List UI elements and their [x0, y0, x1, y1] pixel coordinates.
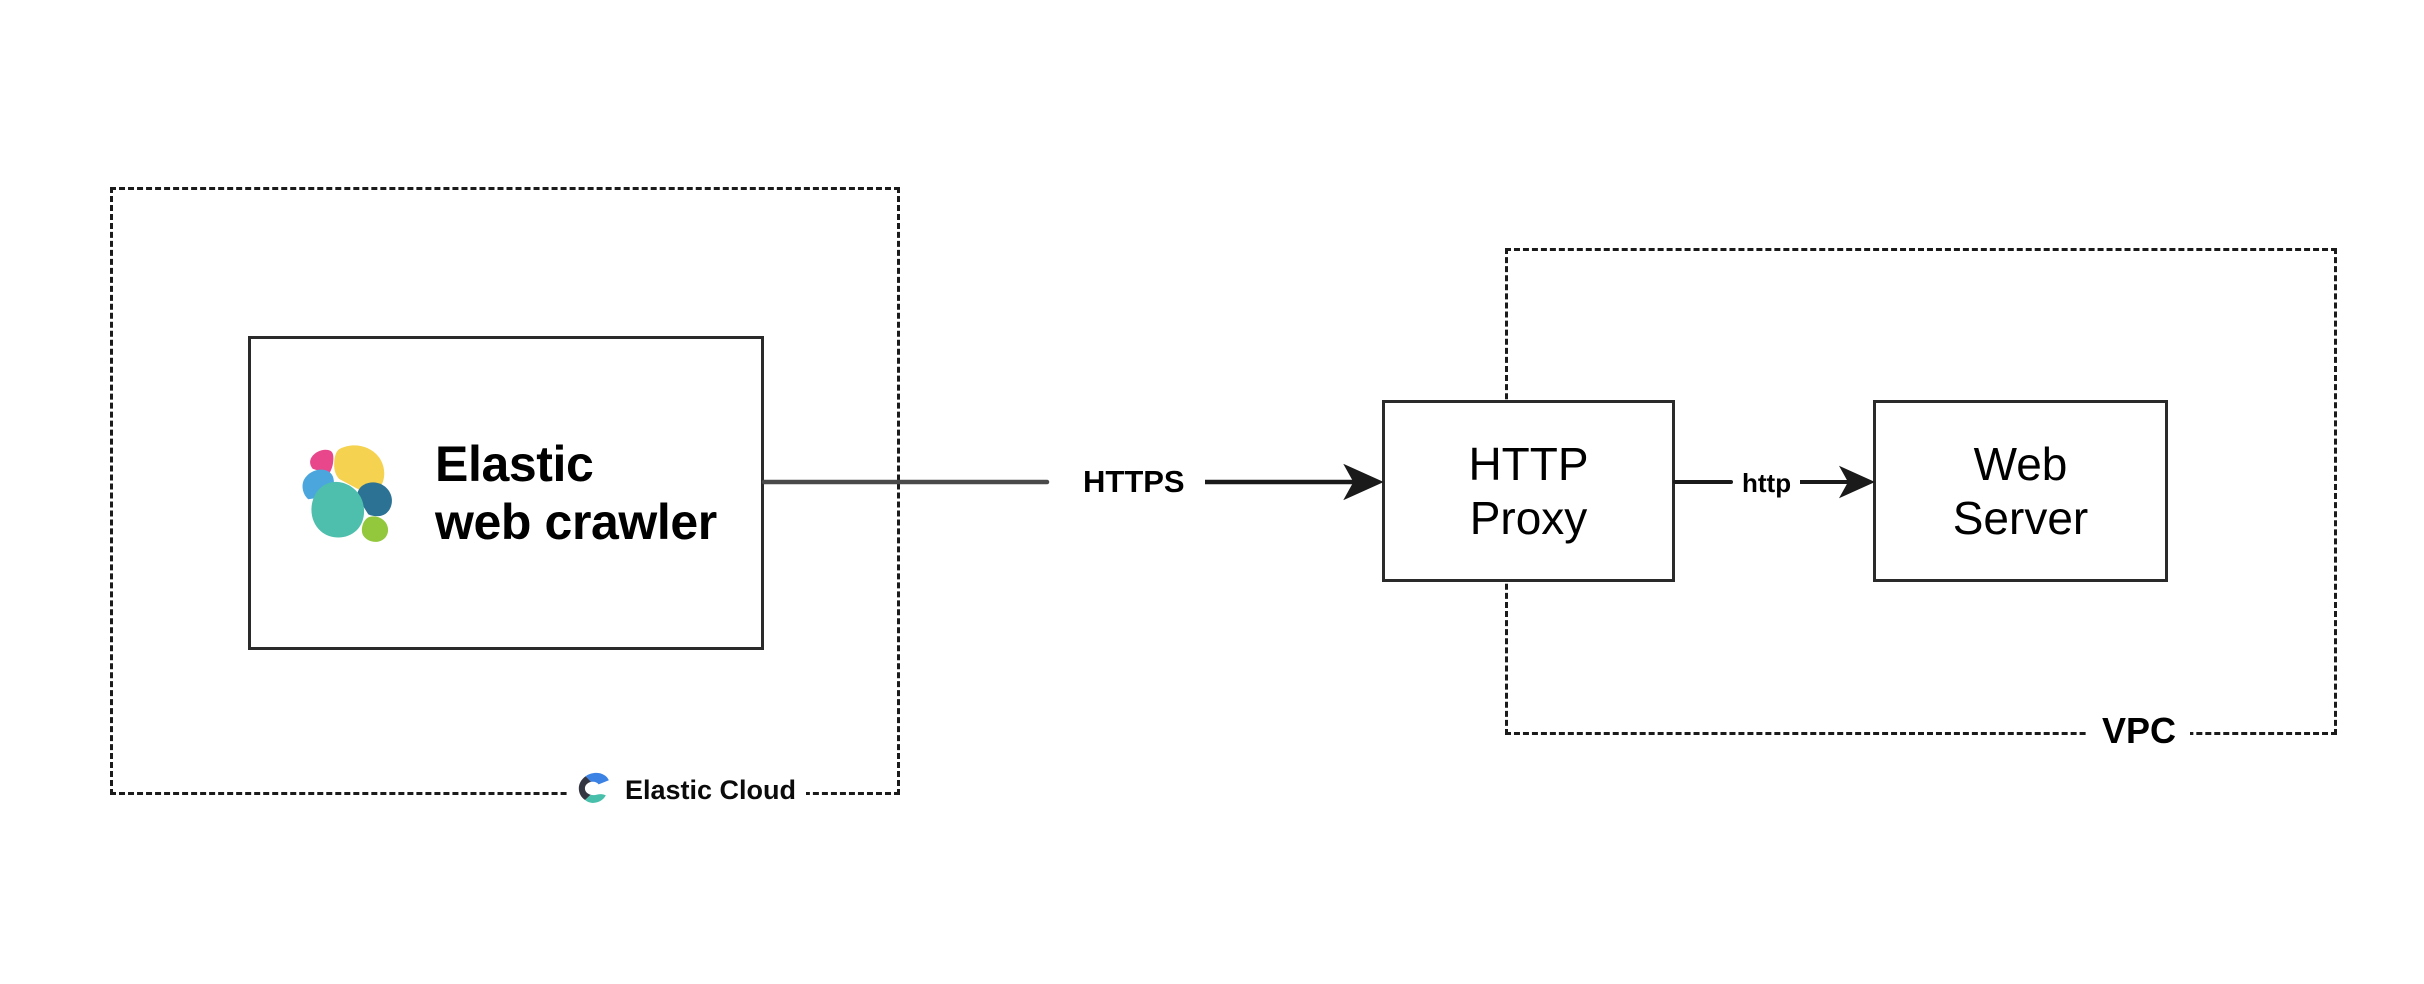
edge-label-https: HTTPS — [1077, 464, 1191, 500]
node-label-http-proxy: HTTP Proxy — [1468, 437, 1589, 544]
node-web-server[interactable]: Web Server — [1873, 400, 2168, 582]
group-label-elastic-cloud: Elastic Cloud — [567, 768, 807, 813]
node-label-web-server: Web Server — [1952, 437, 2089, 544]
elastic-cloud-icon — [577, 770, 613, 811]
group-label-vpc: VPC — [2088, 710, 2191, 752]
group-elastic-cloud — [110, 187, 900, 795]
edge-label-http: http — [1736, 468, 1798, 499]
elastic-logo-icon — [285, 431, 409, 555]
node-elastic-web-crawler[interactable]: Elastic web crawler — [248, 336, 764, 650]
group-label-text-elastic-cloud: Elastic Cloud — [625, 775, 797, 805]
node-label-crawler: Elastic web crawler — [435, 436, 717, 550]
node-http-proxy[interactable]: HTTP Proxy — [1382, 400, 1675, 582]
crawler-content: Elastic web crawler — [285, 431, 717, 555]
